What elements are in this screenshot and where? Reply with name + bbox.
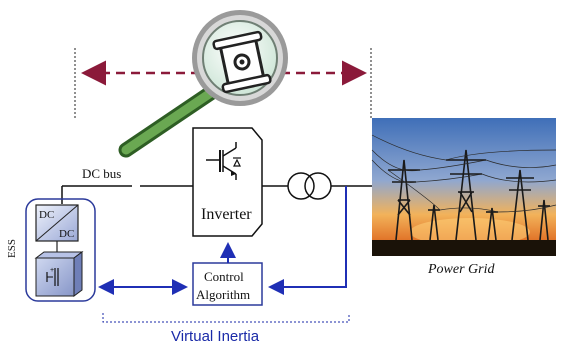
ess-container — [25, 198, 96, 302]
dc-bus-label: DC bus — [82, 166, 121, 181]
converter-top-label: DC — [39, 209, 54, 221]
magnifying-glass-icon — [118, 10, 288, 158]
grid-feedback-line — [268, 186, 347, 295]
inverter-block: Inverter — [192, 127, 263, 237]
control-algorithm-box — [192, 262, 263, 306]
battery-icon: + — [34, 251, 84, 297]
virtual-inertia-label: Virtual Inertia — [171, 328, 260, 345]
power-grid-label: Power Grid — [427, 262, 496, 277]
control-label-line2: Algorithm — [196, 287, 250, 302]
virtual-inertia-bracket — [102, 313, 350, 323]
dc-dc-converter-icon: DC DC — [35, 204, 79, 242]
svg-text:+: + — [50, 267, 54, 274]
igbt-switch-icon — [206, 142, 241, 180]
ess-label: ESS — [6, 239, 18, 258]
power-grid-photo — [371, 118, 557, 256]
converter-bottom-label: DC — [59, 228, 74, 240]
transformer-icon — [287, 172, 332, 200]
inverter-label: Inverter — [201, 206, 252, 223]
control-label-line1: Control — [204, 269, 244, 284]
